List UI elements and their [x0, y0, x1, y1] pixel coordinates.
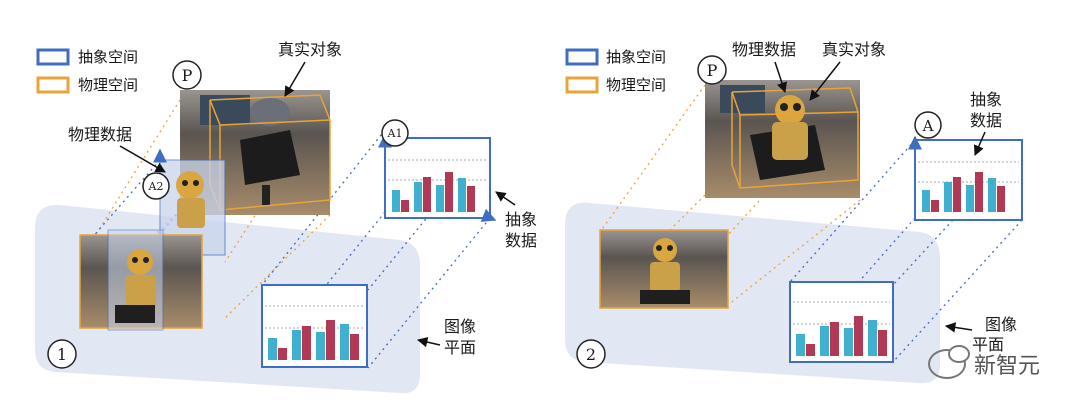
legend-physical-label-2: 物理空间: [606, 76, 666, 94]
badge-p-2: P: [697, 55, 727, 85]
badge-a-label: A: [922, 117, 934, 135]
legend-2: 抽象空间 物理空间: [565, 48, 666, 94]
real-object-label-2: 真实对象: [822, 40, 886, 59]
watermark-text: 新智元: [973, 354, 1040, 379]
badge-a: A: [914, 111, 942, 139]
legend-abstract-swatch: [36, 48, 70, 66]
panel-number-2: 2: [576, 339, 606, 369]
image-plane-label-2a: 图像: [985, 315, 1017, 334]
badge-p-2-label: P: [707, 61, 718, 80]
abstract-data-arrow-1: [495, 191, 516, 206]
legend-abstract-label-2: 抽象空间: [606, 48, 666, 66]
image-plane-photo-2: [599, 229, 729, 309]
badge-a1: A1: [381, 119, 409, 147]
legend-physical-swatch: [36, 76, 70, 94]
badge-a2: A2: [142, 172, 170, 200]
panel-number-1-label: 1: [57, 345, 67, 364]
image-plane-arrow-1: [416, 336, 441, 348]
panel-number-1: 1: [47, 339, 77, 369]
badge-p-1-label: P: [182, 66, 193, 85]
watermark: 新智元: [927, 345, 1040, 380]
real-object-arrow-1: [284, 61, 306, 97]
image-plane-arrow-2: [944, 322, 973, 333]
panel-1: 抽象空间 物理空间: [35, 40, 537, 394]
physical-data-arrow-2: [774, 61, 787, 93]
legend-abstract-label: 抽象空间: [78, 48, 138, 66]
image-plane-label-2b: 平面: [972, 335, 1004, 354]
real-object-arrow-2: [809, 61, 841, 101]
abstract-data-label-1a: 抽象: [505, 210, 537, 229]
image-plane-chart-2: [789, 281, 894, 363]
abstract-data-label-1b: 数据: [505, 231, 537, 250]
wechat-logo-icon: [927, 345, 970, 379]
abstract-data-label-2a: 抽象: [970, 90, 1002, 109]
badge-p-1: P: [172, 60, 202, 90]
legend-abstract-swatch-2: [565, 48, 599, 66]
physical-data-label-2: 物理数据: [732, 40, 796, 59]
panel-2: 抽象空间 物理空间: [565, 40, 1023, 384]
physical-data-arrow-1: [119, 145, 166, 173]
legend-physical-swatch-2: [565, 76, 599, 94]
legend-physical-label: 物理空间: [78, 76, 138, 94]
real-object-photo-2: [705, 80, 860, 198]
abstract-chart-a1: [378, 133, 497, 222]
panel-number-2-label: 2: [586, 345, 596, 364]
real-object-label-1: 真实对象: [278, 40, 342, 59]
legend-1: 抽象空间 物理空间: [36, 48, 138, 94]
physical-data-label-1: 物理数据: [68, 125, 132, 144]
badge-a2-label: A2: [148, 180, 164, 193]
abstract-data-arrow-2: [973, 131, 986, 156]
image-plane-photo-1: [79, 229, 203, 331]
badge-a1-label: A1: [387, 127, 403, 140]
image-plane-label-1a: 图像: [444, 317, 476, 336]
image-plane-label-1b: 平面: [444, 338, 476, 357]
abstract-chart-a: [908, 135, 1023, 221]
abstract-data-label-2b: 数据: [970, 111, 1002, 130]
image-plane-chart-1: [261, 284, 368, 368]
